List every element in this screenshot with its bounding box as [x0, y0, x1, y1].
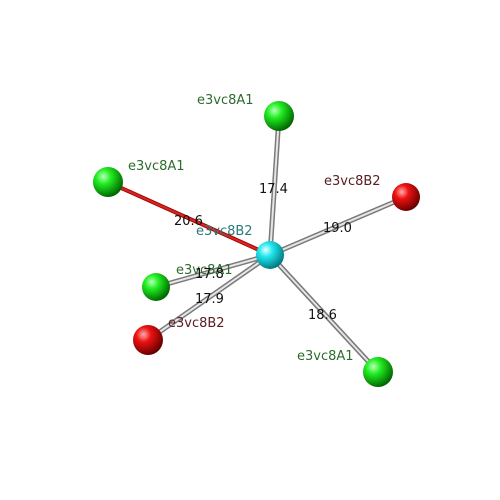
neighbor-atom[interactable]: [363, 357, 393, 387]
distance-label: 19.0: [323, 221, 352, 236]
distance-labels-layer: 17.4 20.6 19.0 17.8 17.9 18.6: [174, 182, 352, 323]
distance-label: 17.8: [195, 267, 224, 282]
atom-label: e3vc8A1: [128, 159, 185, 174]
atom-label: e3vc8B2: [324, 174, 381, 189]
atom-label: e3vc8A1: [297, 349, 354, 364]
atom-label: e3vc8A1: [197, 93, 254, 108]
bond-highlight: [269, 196, 407, 256]
distance-label: 18.6: [308, 308, 337, 323]
atom-label: e3vc8B2: [168, 316, 225, 331]
neighbor-atom[interactable]: [93, 167, 123, 197]
bond-highlight: [107, 181, 271, 256]
neighbor-atom[interactable]: [142, 273, 170, 301]
atom-labels-layer: e3vc8A1 e3vc8A1 e3vc8B2 e3vc8A1 e3vc8B2 …: [128, 93, 381, 364]
bonds-layer: [106, 113, 409, 375]
bond-highlight: [147, 254, 271, 341]
distance-label: 20.6: [174, 214, 203, 229]
neighbor-atom[interactable]: [133, 325, 163, 355]
atom-label: e3vc8A1: [176, 263, 233, 278]
bond-highlight: [269, 254, 379, 373]
distance-label: 17.9: [195, 292, 224, 307]
neighbor-atom[interactable]: [264, 101, 294, 131]
bond-highlight: [269, 115, 280, 256]
distance-label: 17.4: [259, 182, 288, 197]
bond-highlight: [155, 254, 271, 288]
center-atom-label: e3vc8B2: [196, 224, 253, 239]
neighbor-atom[interactable]: [392, 183, 420, 211]
center-atom[interactable]: [256, 241, 284, 269]
atoms-layer: [93, 101, 420, 387]
